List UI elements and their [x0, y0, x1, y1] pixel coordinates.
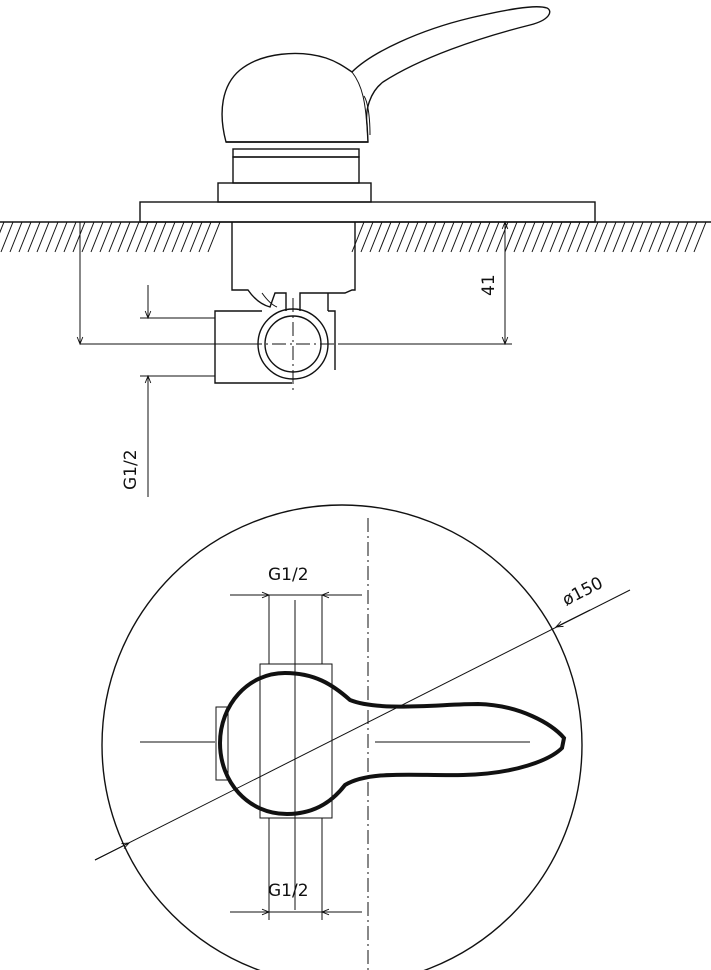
hatch-line [81, 221, 95, 253]
hatch-line [684, 221, 698, 253]
hatch-line [126, 221, 140, 253]
hatch-line [162, 221, 176, 253]
hatch-line [99, 221, 113, 253]
hatch-line [153, 221, 167, 253]
hatch-line [360, 221, 374, 253]
hatch-line [180, 221, 194, 253]
hatch-line [189, 221, 203, 253]
hatch-line [108, 221, 122, 253]
hatch-line [135, 221, 149, 253]
hatch-line [369, 221, 383, 253]
outlet-block [214, 310, 336, 384]
dimension-g12-top-label: G1/2 [268, 565, 309, 585]
cartridge-box [259, 663, 333, 819]
hatch-line [9, 221, 23, 253]
hatch-line [558, 221, 572, 253]
hatch-line [90, 221, 104, 253]
escutcheon-plate [101, 504, 583, 970]
hatch-line [459, 221, 473, 253]
hatch-line [144, 221, 158, 253]
side-connector [215, 706, 229, 781]
hatch-line [468, 221, 482, 253]
hatch-line [657, 221, 671, 253]
hatch-line [207, 221, 221, 253]
hatch-line [63, 221, 77, 253]
dimension-diameter-label: ø150 [559, 573, 606, 610]
hatch-line [477, 221, 491, 253]
hatch-line [45, 221, 59, 253]
hatch-line [18, 221, 32, 253]
hatch-line [0, 221, 5, 234]
concealed-body [231, 222, 356, 311]
hatch-line [396, 221, 410, 253]
hatch-line [549, 221, 563, 253]
hatch-line [648, 221, 662, 253]
hatch-line [54, 221, 68, 253]
hatch-line [522, 221, 536, 253]
hatch-line [621, 221, 635, 253]
hatch-line [486, 221, 500, 253]
hatch-line [0, 221, 14, 253]
diameter-dimension-line [94, 589, 631, 861]
hatch-line [27, 221, 41, 253]
hatch-line [378, 221, 392, 253]
hatch-line [387, 221, 401, 253]
hatch-line [603, 221, 617, 253]
hatch-line [72, 221, 86, 253]
hatch-line [495, 221, 509, 253]
hatch-line [612, 221, 626, 253]
hatch-line [351, 221, 365, 253]
hatch-line [576, 221, 590, 253]
wall-hatching [0, 221, 707, 253]
hatch-line [666, 221, 680, 253]
hatch-line [414, 221, 428, 253]
side-view: 41 G1/2 [0, 6, 711, 497]
hatch-line [540, 221, 554, 253]
dimension-g12-bottom-label: G1/2 [268, 881, 309, 901]
hatch-line [630, 221, 644, 253]
hatch-line [441, 221, 455, 253]
hatch-line [171, 221, 185, 253]
hatch-line [36, 221, 50, 253]
hatch-line [585, 221, 599, 253]
hatch-line [198, 221, 212, 253]
collar-lower [232, 156, 360, 184]
hatch-line [504, 221, 518, 253]
hatch-line [405, 221, 419, 253]
hatch-line [513, 221, 527, 253]
hatch-line [117, 221, 131, 253]
hatch-line [693, 221, 707, 253]
outlet-fitting-outer [257, 308, 329, 380]
collar-upper [232, 148, 360, 158]
hatch-line [531, 221, 545, 253]
dimension-41-label: 41 [479, 274, 499, 296]
wall-plate [139, 201, 596, 223]
dimension-g12-side-label: G1/2 [121, 449, 141, 490]
hatch-line [675, 221, 689, 253]
handle-outline-top [217, 670, 567, 817]
collar-base [217, 182, 372, 203]
top-view: G1/2 G1/2 ø150 [94, 504, 631, 970]
hatch-line [432, 221, 446, 253]
hatch-line [567, 221, 581, 253]
hatch-line [423, 221, 437, 253]
hatch-line [450, 221, 464, 253]
hatch-line [594, 221, 608, 253]
faucet-lever-handle [221, 6, 551, 143]
hatch-line [639, 221, 653, 253]
